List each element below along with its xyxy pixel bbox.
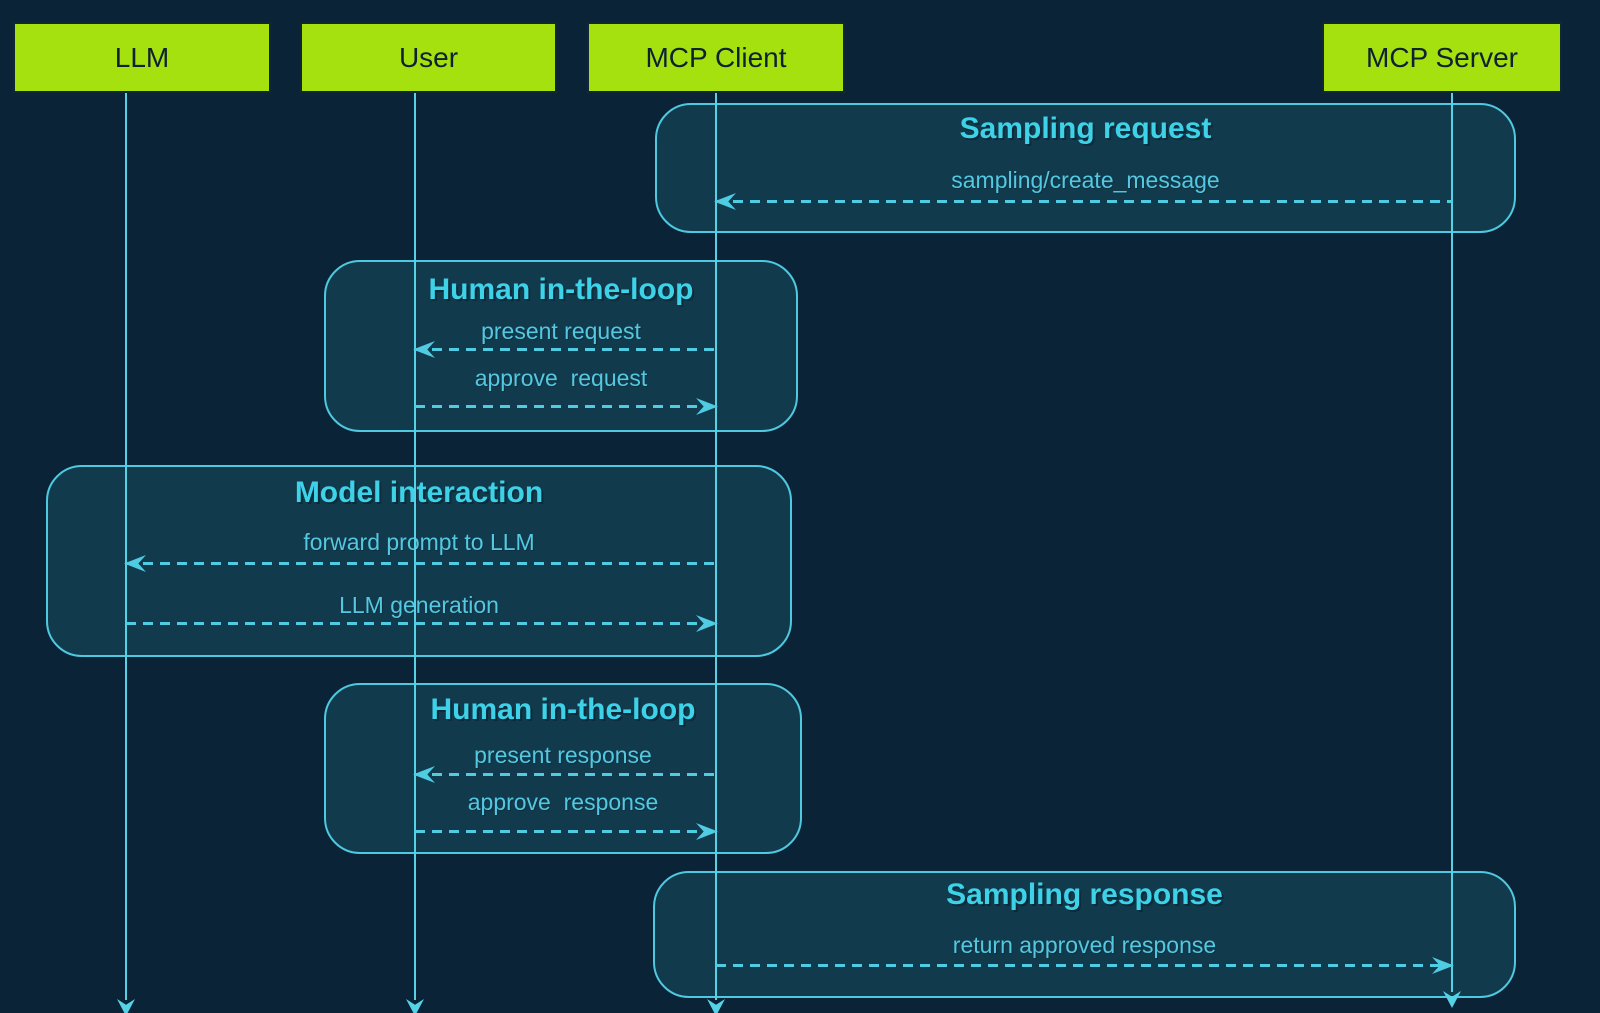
message-arrow-approve-request: [415, 398, 718, 415]
frame-sampling-request: Sampling request sampling/create_message: [655, 103, 1516, 233]
frame-title: Sampling request: [959, 112, 1212, 145]
message-label: sampling/create_message: [951, 167, 1220, 193]
message-arrow-present-request: [413, 341, 716, 358]
message-label: present request: [481, 318, 641, 344]
frame-title: Model interaction: [294, 476, 544, 509]
message-label: approve request: [474, 365, 648, 391]
message-label: approve response: [467, 789, 659, 815]
frame-model-interaction: Model interaction forward prompt to LLM …: [46, 465, 792, 657]
actor-mcp-client: MCP Client: [587, 22, 845, 93]
frame-title: Human in-the-loop: [428, 273, 694, 306]
frame-title: Human in-the-loop: [430, 693, 696, 726]
frame-title: Sampling response: [946, 878, 1223, 911]
lifeline-mcp-server: [1443, 93, 1461, 1008]
message-label: return approved response: [952, 932, 1217, 958]
message-label: LLM generation: [339, 592, 499, 618]
message-arrow-llm-generation: [126, 615, 718, 632]
lifeline-mcp-client: [707, 93, 725, 1013]
frame-human-in-the-loop-response: Human in-the-loop present response appro…: [324, 683, 802, 854]
actor-user: User: [300, 22, 557, 93]
message-label: present response: [474, 742, 652, 768]
frame-human-in-the-loop-request: Human in-the-loop present request approv…: [324, 260, 798, 432]
message-arrow-approve-response: [415, 823, 718, 840]
arrowhead-down-icon: [707, 999, 725, 1013]
lifeline-user: [406, 93, 424, 1013]
lifeline-llm: [117, 93, 135, 1013]
message-arrow-forward-prompt: [124, 555, 716, 572]
message-arrow-present-response: [413, 766, 716, 783]
message-label: forward prompt to LLM: [303, 529, 535, 555]
message-arrow-sampling-create-message: [714, 193, 1452, 210]
actor-llm: LLM: [13, 22, 271, 93]
arrowhead-down-icon: [117, 999, 135, 1013]
actor-mcp-server: MCP Server: [1322, 22, 1562, 93]
message-arrow-return-approved-response: [716, 957, 1454, 974]
frame-sampling-response: Sampling response return approved respon…: [653, 871, 1516, 998]
arrowhead-down-icon: [406, 999, 424, 1013]
